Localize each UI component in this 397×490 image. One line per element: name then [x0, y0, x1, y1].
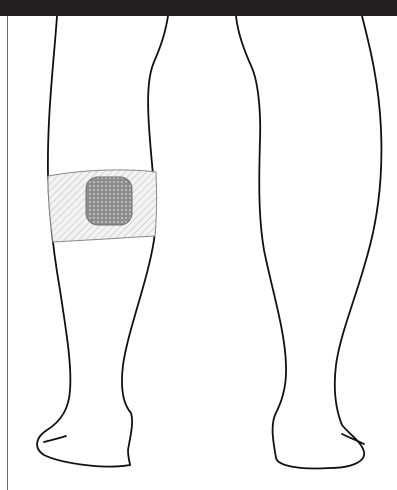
- left-leg-outer-outline: [37, 16, 130, 467]
- left-foot-detail: [44, 436, 66, 442]
- left-leg-inner-outline: [122, 16, 168, 465]
- right-leg-outer-outline: [330, 16, 381, 468]
- right-leg-inner-outline: [236, 16, 330, 469]
- heating-pad-icon: [86, 177, 132, 225]
